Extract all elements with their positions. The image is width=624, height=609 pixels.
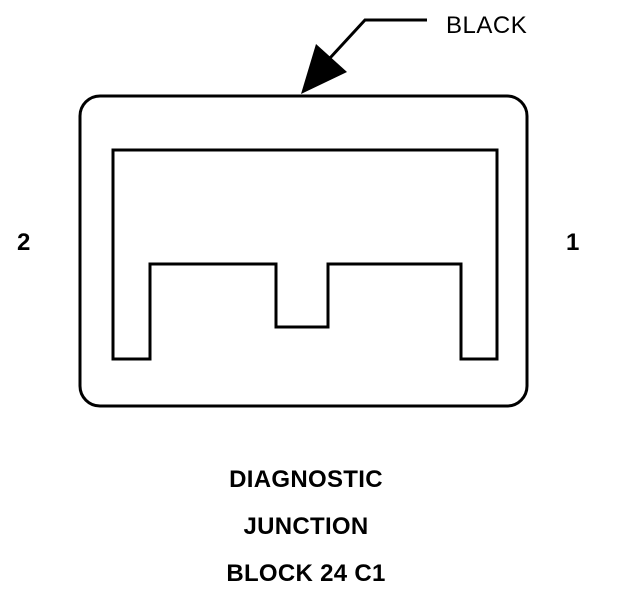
caption-line-2: JUNCTION (243, 513, 369, 540)
wire-color-label: BLACK (446, 12, 528, 39)
caption-line-3: BLOCK 24 C1 (226, 560, 386, 587)
pin-number-2: 2 (17, 229, 31, 256)
caption-line-1: DIAGNOSTIC (229, 466, 383, 493)
connector-caption: DIAGNOSTIC JUNCTION BLOCK 24 C1 (0, 468, 612, 609)
connector-body (78, 94, 529, 408)
pin-number-1: 1 (566, 229, 580, 256)
connector-cavity (111, 148, 499, 361)
leader-arrowhead (301, 44, 347, 94)
leader-line (328, 18, 427, 60)
